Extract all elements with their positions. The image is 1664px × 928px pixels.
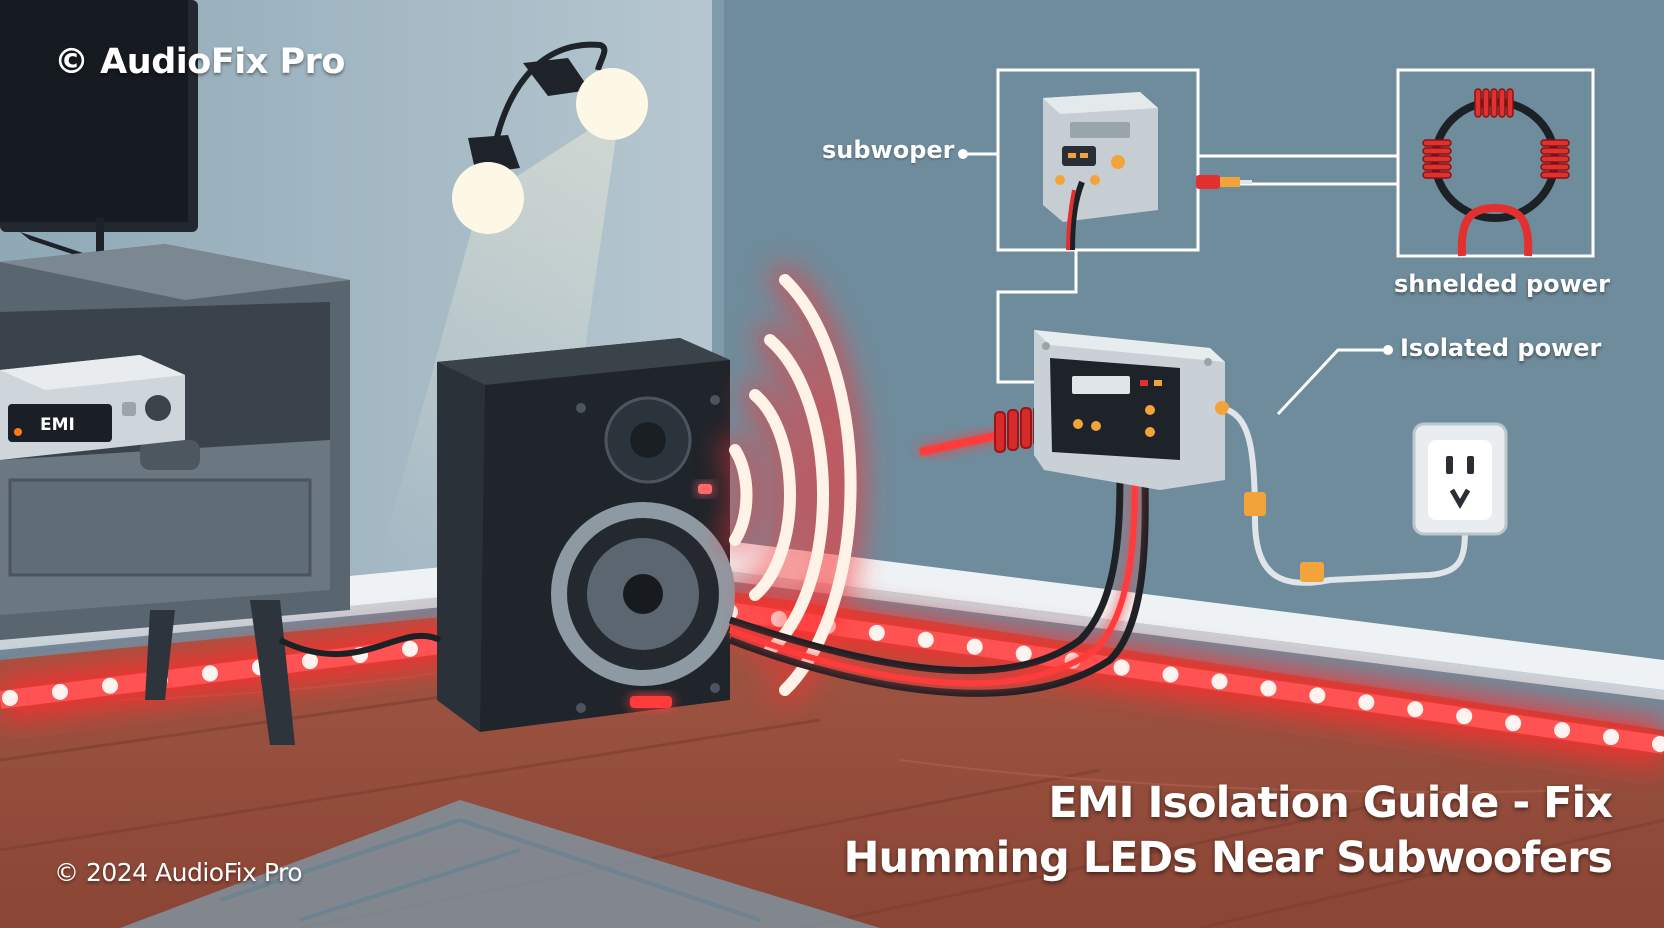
receiver-display-text: EMI <box>40 415 75 435</box>
ferrite-coil-wind <box>1540 171 1570 179</box>
isolation-box <box>1034 330 1229 490</box>
led-dot <box>2 690 18 706</box>
led-dot <box>1358 694 1375 711</box>
baseboard <box>0 540 1664 700</box>
ferrite-coil-wind <box>1506 88 1514 118</box>
led-dot <box>1113 659 1130 676</box>
led-dot <box>52 683 68 700</box>
title-line-2: Humming LEDs Near Subwoofers <box>843 833 1613 883</box>
led-dot <box>1603 729 1620 746</box>
subwoofer-label: subwoper <box>822 136 955 164</box>
led-dot <box>1015 645 1032 662</box>
led-dot <box>1309 687 1326 704</box>
led-dot <box>1554 722 1571 739</box>
led-dot <box>1260 680 1277 697</box>
led-dot <box>966 638 983 655</box>
ferrite-coil-wind <box>1422 155 1452 163</box>
ferrite-coil-wind <box>1474 88 1482 118</box>
ferrite-coil-wind <box>1422 163 1452 171</box>
led-dot <box>302 653 318 670</box>
led-dot <box>202 665 218 682</box>
title-line-1: EMI Isolation Guide - Fix <box>1048 778 1613 828</box>
floor-cables <box>278 469 1149 697</box>
subwoofer-speaker <box>437 338 735 732</box>
emi-waves <box>720 265 866 705</box>
shielded-power-label: shnelded power <box>1394 270 1610 298</box>
led-dot <box>917 631 934 648</box>
isolated-power-label: Isolated power <box>1400 334 1602 362</box>
led-dot <box>1162 666 1179 683</box>
led-dot <box>868 624 885 641</box>
power-cord <box>1226 407 1468 586</box>
led-dot <box>1652 736 1664 752</box>
copyright-footer: © 2024 AudioFix Pro <box>54 858 302 887</box>
ferrite-coil-wind <box>1540 155 1570 163</box>
led-dot <box>1456 708 1473 725</box>
ferrite-coil-wind <box>1482 88 1490 118</box>
subwoofer-inset <box>996 68 1200 252</box>
ferrite-coil-wind <box>1490 88 1498 118</box>
av-receiver: EMI <box>0 355 185 460</box>
led-dot <box>402 640 418 657</box>
led-dot <box>1505 715 1522 732</box>
lamp-head-icon <box>523 58 590 96</box>
ferrite-coil-wind <box>1422 139 1452 147</box>
shielded-power-inset <box>1396 68 1595 258</box>
ferrite-coil-wind <box>1540 163 1570 171</box>
tv-cabinet <box>0 244 350 745</box>
led-dot <box>1211 673 1228 690</box>
brand-watermark: © AudioFix Pro <box>54 42 345 82</box>
led-dot <box>1407 701 1424 718</box>
ferrite-coil-wind <box>1422 171 1452 179</box>
ferrite-coil-wind <box>1540 147 1570 155</box>
led-dot <box>102 677 118 694</box>
ferrite-coil-wind <box>1540 139 1570 147</box>
wall-outlet-icon <box>1412 422 1508 536</box>
page-title: EMI Isolation Guide - Fix Humming LEDs N… <box>843 776 1613 886</box>
rug <box>120 800 880 928</box>
ferrite-coil-wind <box>1498 88 1506 118</box>
rca-plug <box>1196 175 1252 189</box>
tv <box>0 0 198 270</box>
ferrite-coil-wind <box>1422 147 1452 155</box>
